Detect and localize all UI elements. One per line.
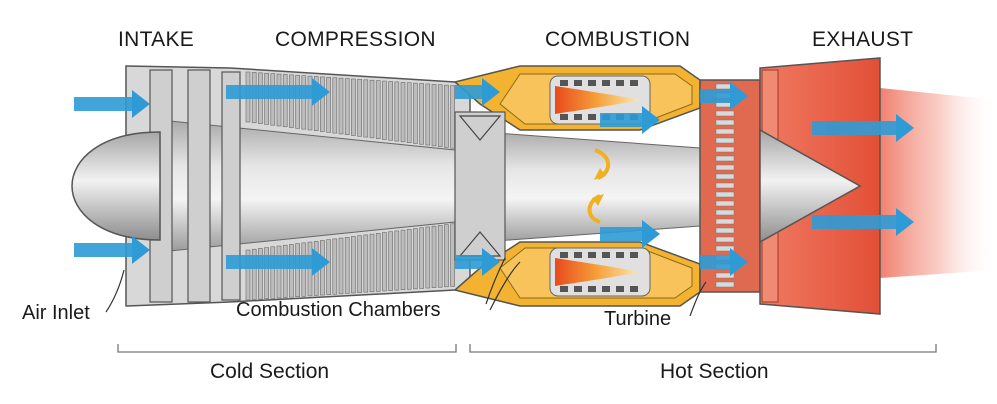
- chamber-holes: [560, 80, 638, 292]
- stage-label-combustion: COMBUSTION: [545, 28, 691, 51]
- turbine-arrow-top-icon: [700, 82, 748, 110]
- part-label-turbine: Turbine: [604, 308, 672, 330]
- compression-arrow-top-icon: [226, 78, 330, 106]
- flame-bottom-icon: [555, 258, 640, 286]
- stage-label-compression: COMPRESSION: [275, 28, 436, 51]
- combustion-inlet-arrow-top-icon: [455, 78, 500, 106]
- intake-fan: [149, 69, 241, 303]
- stage-label-intake: INTAKE: [118, 28, 195, 51]
- section-label-cold: Cold Section: [210, 360, 330, 383]
- part-label-air-inlet: Air Inlet: [22, 302, 90, 324]
- exhaust-arrow-bottom-icon: [812, 208, 914, 236]
- cold-section-bracket: [117, 344, 457, 353]
- compression-arrow-bottom-icon: [226, 248, 330, 276]
- leader-lines: [105, 257, 707, 317]
- section-label-hot: Hot Section: [660, 360, 769, 383]
- airflow-arrows: [74, 78, 914, 276]
- combustion-arrow-bottom-icon: [600, 220, 660, 248]
- part-label-combustion-chambers: Combustion Chambers: [236, 299, 441, 321]
- exhaust-plume: [880, 88, 997, 278]
- hot-section-bracket: [469, 344, 937, 353]
- stage-label-exhaust: EXHAUST: [812, 28, 914, 51]
- turbine-arrow-bottom-icon: [700, 248, 748, 276]
- intake-arrow-top-icon: [74, 90, 150, 118]
- combustion-arrow-top-icon: [600, 106, 660, 134]
- flame-top-icon: [555, 86, 640, 114]
- intake-arrow-bottom-icon: [74, 236, 150, 264]
- exhaust-arrow-top-icon: [812, 114, 914, 142]
- rotation-arrows-icon: [587, 148, 611, 224]
- section-brackets: [117, 344, 937, 353]
- combustion-inlet-arrow-bottom-icon: [455, 248, 500, 276]
- nose-cone: [71, 131, 161, 241]
- exhaust-cone: [759, 128, 862, 244]
